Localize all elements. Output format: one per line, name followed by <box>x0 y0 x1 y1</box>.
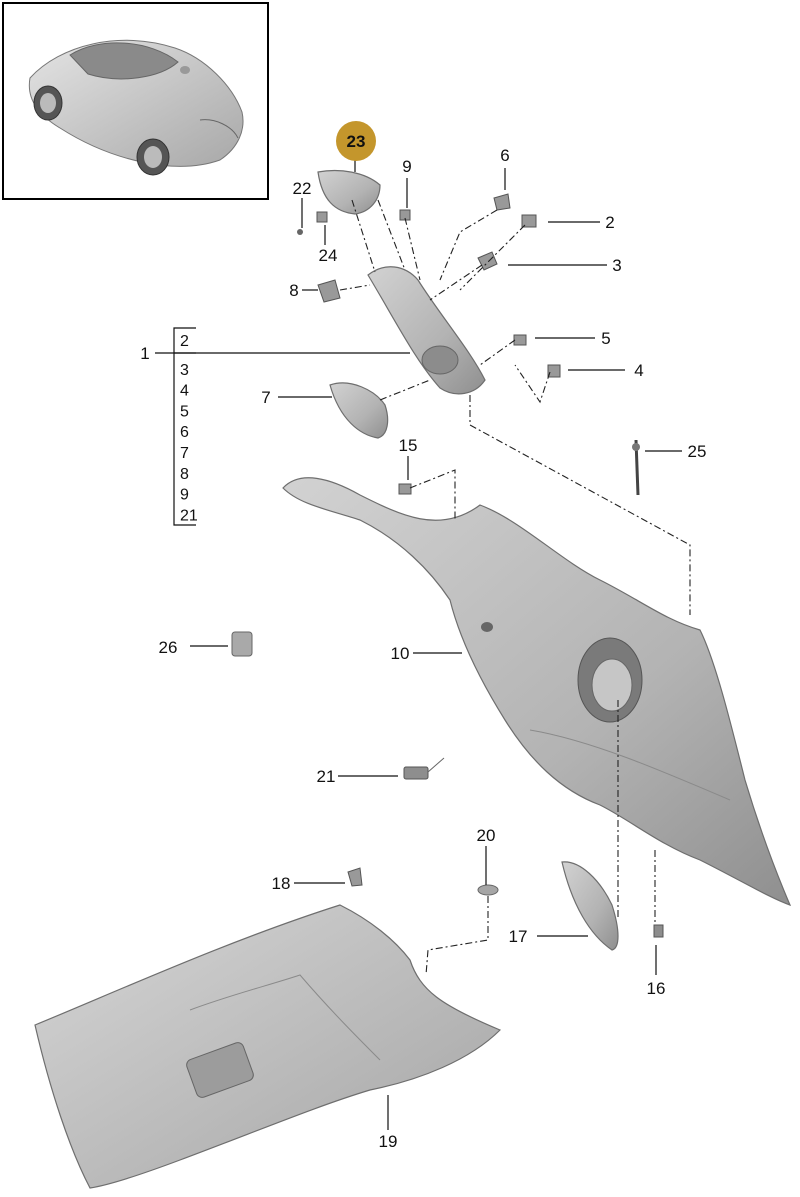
legend-item: 2 <box>180 333 189 350</box>
part-5-clip <box>513 334 527 346</box>
callout-16[interactable]: 16 <box>647 979 666 998</box>
part-24-clip <box>316 211 328 223</box>
part-17-cover <box>561 861 619 951</box>
callout-2[interactable]: 2 <box>605 213 614 232</box>
part-2-clip <box>521 214 537 228</box>
callout-1[interactable]: 1 <box>140 344 149 363</box>
callout-8[interactable]: 8 <box>289 281 298 300</box>
callout-17[interactable]: 17 <box>509 927 528 946</box>
legend-item: 8 <box>180 466 189 483</box>
callout-15[interactable]: 15 <box>399 436 418 455</box>
callout-22[interactable]: 22 <box>293 179 312 198</box>
part-1-pillar-trim <box>367 266 486 395</box>
leader-lines <box>155 157 682 1130</box>
callout-25[interactable]: 25 <box>688 442 707 461</box>
part-15-clip <box>398 483 412 495</box>
part-23-cover <box>317 169 381 215</box>
legend-item: 4 <box>180 383 189 400</box>
assembly-lines <box>339 199 691 976</box>
legend-item: 5 <box>180 403 189 420</box>
part-3-clip <box>477 251 498 271</box>
callout-labels: 1 2 3 4 5 6 7 8 9 10 15 16 17 18 19 20 2… <box>140 146 706 1151</box>
callout-6[interactable]: 6 <box>500 146 509 165</box>
part-20-clip <box>477 884 499 896</box>
callout-21[interactable]: 21 <box>317 767 336 786</box>
part-8-clip <box>317 279 341 303</box>
part-7-cover <box>329 382 389 439</box>
callout-19[interactable]: 19 <box>379 1132 398 1151</box>
part-21-strip <box>403 766 429 780</box>
legend-item: 9 <box>180 487 189 504</box>
callout-20[interactable]: 20 <box>477 826 496 845</box>
assembly-legend: 2 3 4 5 6 7 8 9 21 <box>173 327 198 526</box>
callout-3[interactable]: 3 <box>612 256 621 275</box>
legend-item: 21 <box>180 507 198 524</box>
legend-item: 3 <box>180 362 189 379</box>
callout-24[interactable]: 24 <box>319 246 338 265</box>
part-22-screw <box>297 229 303 235</box>
part-10-quarter-trim <box>282 477 792 907</box>
callout-10[interactable]: 10 <box>391 644 410 663</box>
callout-18[interactable]: 18 <box>272 874 291 893</box>
part-26-block <box>231 631 253 657</box>
callout-7[interactable]: 7 <box>261 388 270 407</box>
part-18-clip <box>347 867 363 887</box>
callout-26[interactable]: 26 <box>159 638 178 657</box>
car-illustration <box>28 39 244 176</box>
part-4-clip <box>547 364 561 378</box>
callout-23-label: 23 <box>347 132 366 151</box>
vehicle-thumbnail <box>2 2 269 200</box>
legend-item: 6 <box>180 424 189 441</box>
callout-9[interactable]: 9 <box>402 157 411 176</box>
part-16-clip <box>653 924 664 938</box>
highlighted-callout-23[interactable]: 23 <box>336 121 376 161</box>
part-19-floor-trim <box>34 904 502 1189</box>
part-6-clip <box>493 193 511 211</box>
callout-4[interactable]: 4 <box>634 361 643 380</box>
callout-5[interactable]: 5 <box>601 329 610 348</box>
legend-item: 7 <box>180 445 189 462</box>
